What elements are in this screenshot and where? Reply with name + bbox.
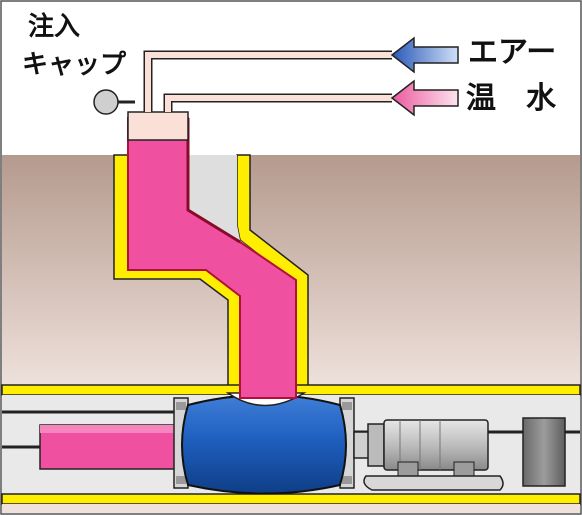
liner-roll-highlight (40, 425, 180, 433)
motor-foot-right (453, 461, 475, 477)
coupling-flange (367, 423, 385, 467)
flange-bolt-left-top (176, 402, 186, 410)
arrow-left-icon (390, 36, 459, 74)
packer-body (181, 394, 347, 495)
circle-icon (93, 89, 119, 115)
air-label: エアー (468, 35, 557, 70)
air-tube (145, 52, 392, 112)
cap-label-line2: キャップ (22, 50, 127, 80)
cap-label-line1: 注入 (28, 12, 81, 42)
injection-cap (127, 111, 189, 141)
soil-below (2, 504, 580, 513)
hot-water-label: 温 水 (466, 81, 556, 116)
arrow-left-icon (390, 79, 459, 117)
winch-block (522, 417, 566, 487)
sled-runner (363, 475, 504, 491)
motor-unit (383, 419, 489, 471)
water-tube (165, 95, 392, 112)
flange-bolt-right-top (342, 402, 352, 410)
flange-bolt-right-bottom (342, 476, 352, 484)
main-pipe-bottom-wall (1, 493, 581, 505)
motor-foot-left (397, 461, 419, 477)
liner-edge-shadow (186, 118, 241, 244)
flange-bolt-left-bottom (176, 476, 186, 484)
